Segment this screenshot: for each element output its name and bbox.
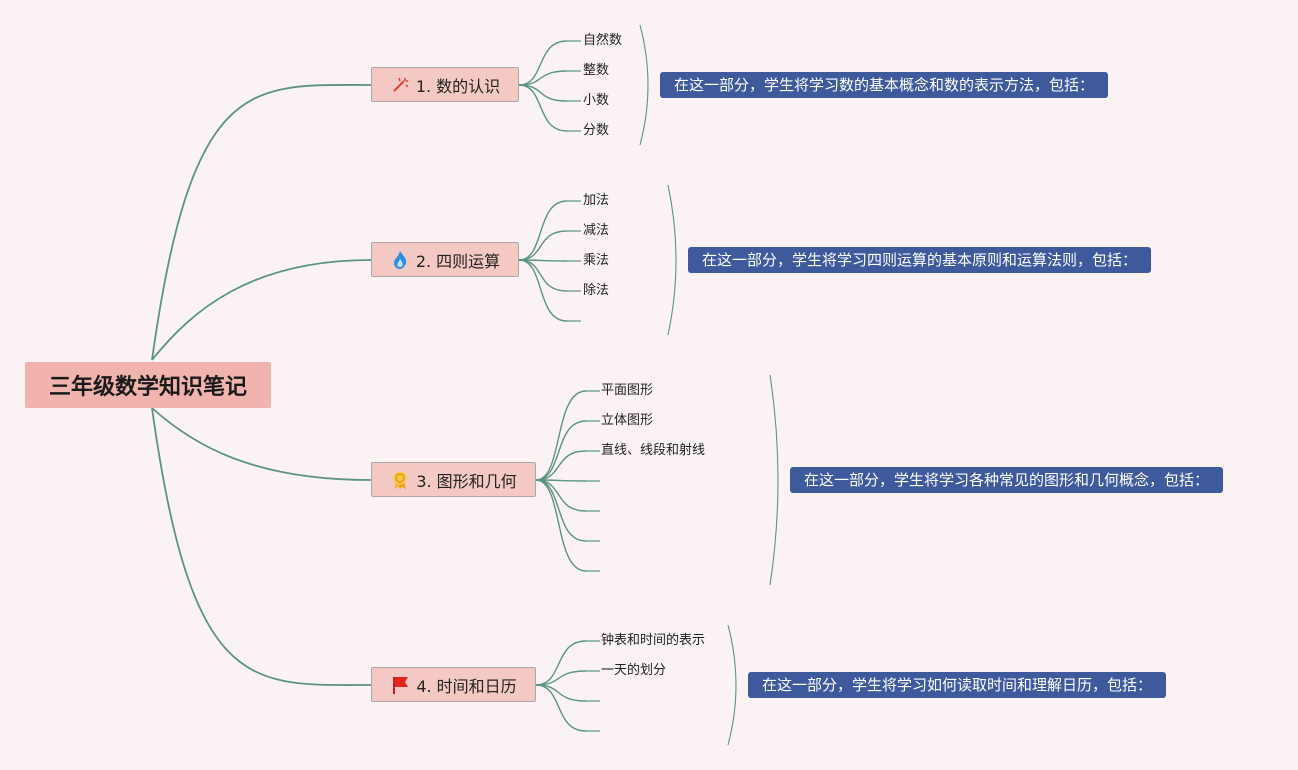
leaf-connector [535,479,587,512]
leaf-item[interactable]: 整数 [583,63,610,78]
summary-note[interactable]: 在这一部分，学生将学习数的基本概念和数的表示方法，包括： [660,72,1109,98]
leaf-item[interactable]: 自然数 [583,33,623,48]
leaf-connector [518,40,568,86]
branch-label: 2. 四则运算 [415,251,501,271]
leaf-connector [535,420,587,481]
leaf-item[interactable]: 平面图形 [601,383,654,398]
branch-time-calendar[interactable]: 4. 时间和日历 [371,667,536,702]
summary-note[interactable]: 在这一部分，学生将学习四则运算的基本原则和运算法则，包括： [688,247,1152,273]
leaf-connector [535,684,587,732]
branch-label: 4. 时间和日历 [416,676,517,696]
root-branch-connector [151,407,372,686]
award-ribbon-icon [390,470,410,490]
root-branch-connector [151,259,372,361]
summary-bracket [667,184,677,336]
sparkle-wand-icon [390,75,410,95]
leaf-connector [535,390,587,481]
branch-label: 3. 图形和几何 [416,471,517,491]
leaf-connector [518,259,568,292]
leaf-item[interactable]: 除法 [583,283,610,298]
summary-bracket [727,624,737,746]
leaf-item[interactable]: 立体图形 [601,413,654,428]
leaf-connector [535,684,587,702]
root-branch-connector [151,84,372,361]
leaf-item[interactable]: 一天的划分 [601,663,667,678]
branch-shapes-geometry[interactable]: 3. 图形和几何 [371,462,536,497]
leaf-item[interactable]: 减法 [583,223,610,238]
leaf-connector [518,200,568,261]
leaf-item[interactable]: 小数 [583,93,610,108]
leaf-connector [518,70,568,86]
branch-four-operations[interactable]: 2. 四则运算 [371,242,519,277]
leaf-item[interactable]: 加法 [583,193,610,208]
summary-bracket [769,374,779,586]
leaf-connector [535,450,587,481]
summary-note[interactable]: 在这一部分，学生将学习如何读取时间和理解日历，包括： [748,672,1167,698]
leaf-connector [535,670,587,686]
leaf-item[interactable]: 钟表和时间的表示 [601,633,706,648]
leaf-connector [518,259,568,322]
summary-note[interactable]: 在这一部分，学生将学习各种常见的图形和几何概念，包括： [790,467,1224,493]
branch-number-recognition[interactable]: 1. 数的认识 [371,67,519,102]
leaf-item[interactable]: 乘法 [583,253,610,268]
leaf-connector [518,84,568,102]
leaf-connector [535,479,587,572]
leaf-connector [535,640,587,686]
leaf-connector [518,84,568,132]
red-flag-icon [390,675,410,695]
leaf-item[interactable]: 分数 [583,123,610,138]
branch-label: 1. 数的认识 [415,76,501,96]
leaf-item[interactable]: 直线、线段和射线 [601,443,706,458]
leaf-connector [518,230,568,261]
root-title: 三年级数学知识笔记 [48,375,247,400]
summary-bracket [639,24,649,146]
root-topic[interactable]: 三年级数学知识笔记 [25,362,271,408]
flame-icon [390,250,410,270]
root-branch-connector [151,407,372,481]
